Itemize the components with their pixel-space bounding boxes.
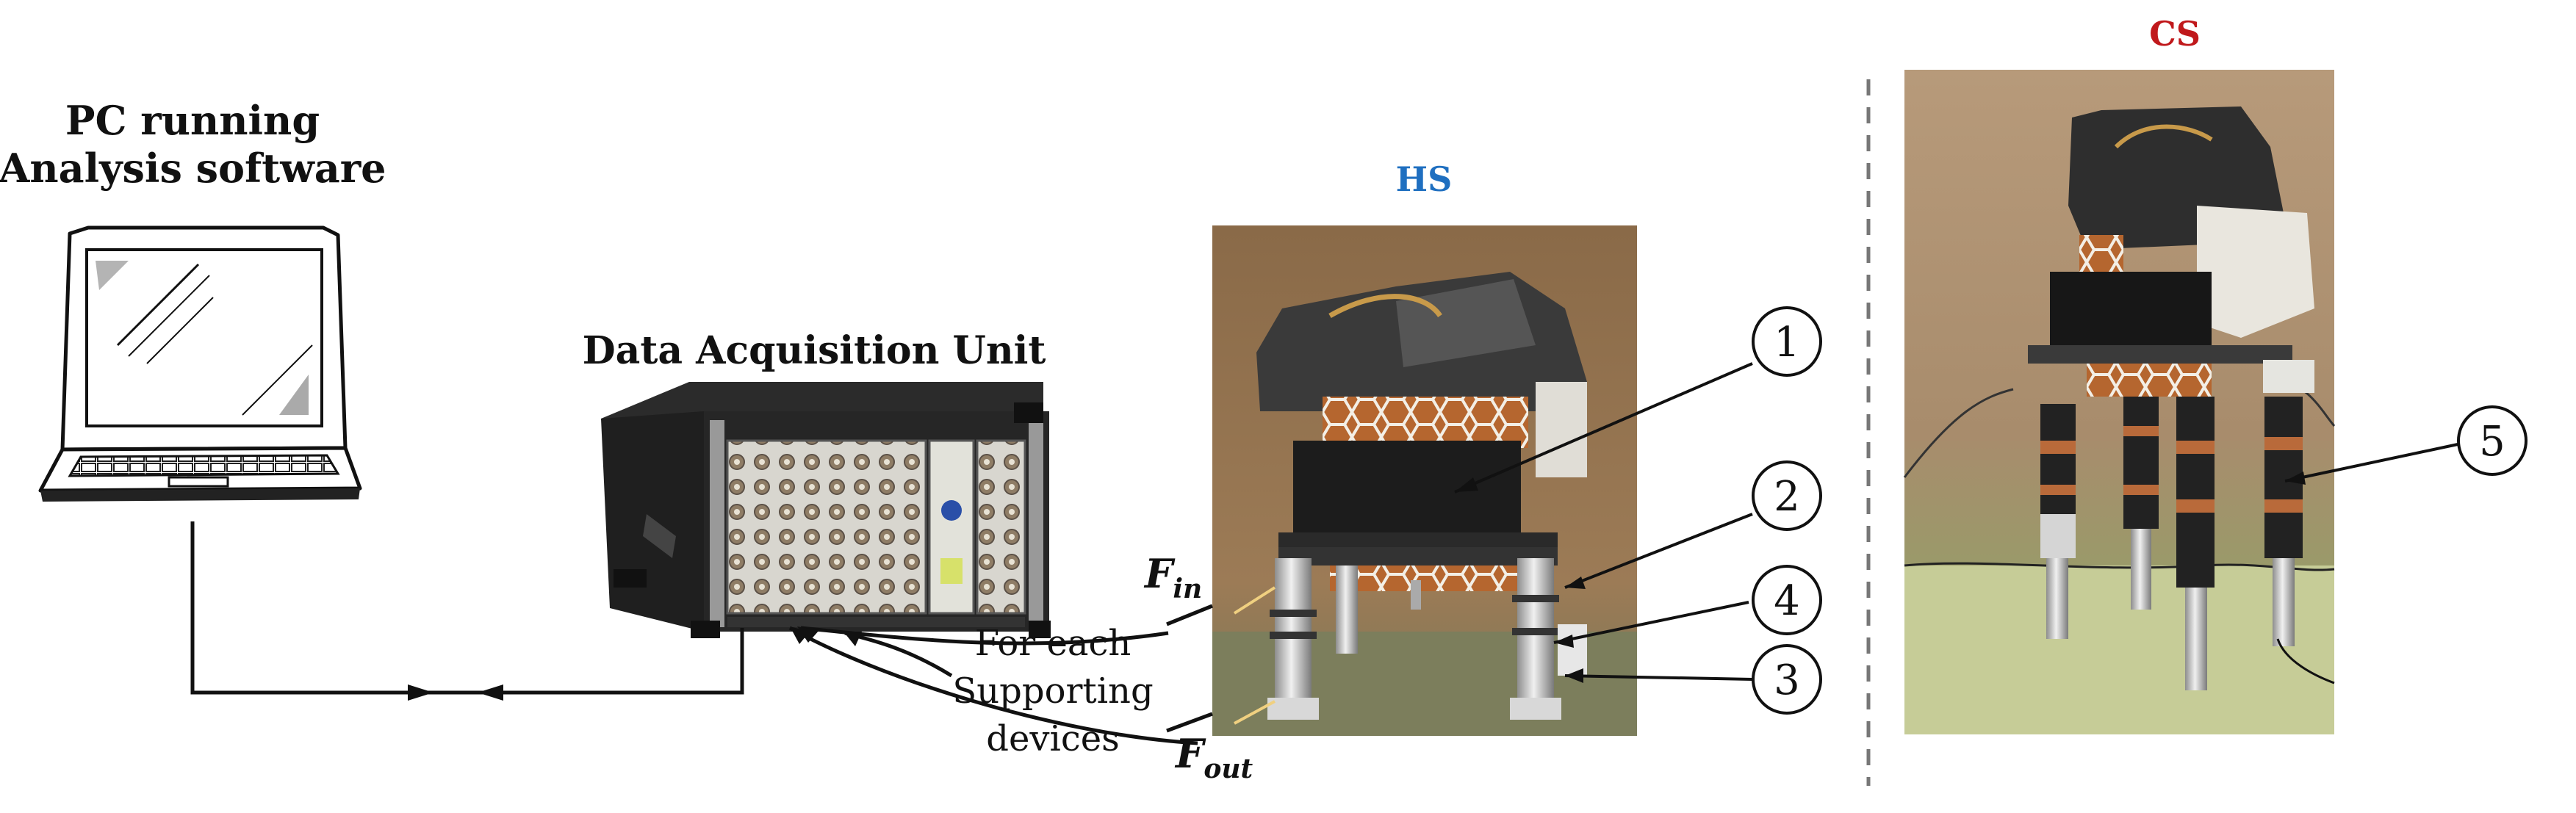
daq-label: Data Acquisition Unit [583, 328, 1046, 373]
callout-4: 4 [1774, 577, 1800, 625]
arrowheads [408, 626, 862, 701]
f-in-label: Fin [1143, 550, 1202, 604]
callout-3: 3 [1774, 657, 1800, 704]
daq-unit-icon [601, 382, 1051, 638]
force-lines [1166, 604, 1213, 733]
supporting-label-line1: For each [975, 623, 1132, 664]
callout-circle-2 [1752, 460, 1822, 531]
pc-label-line1: PC running [65, 97, 320, 144]
pc-daq-cable [190, 521, 744, 695]
arrowhead-right [408, 684, 433, 701]
hs-photo [1212, 225, 1637, 736]
callout-circle-1 [1752, 306, 1822, 377]
callout-arrowheads [1455, 471, 2306, 683]
hs-label: HS [1396, 159, 1453, 199]
callout-1: 1 [1774, 319, 1800, 366]
cs-label: CS [2149, 14, 2201, 54]
callouts [1454, 306, 2528, 715]
laptop-icon [38, 225, 362, 502]
supporting-label-line2: Supporting [952, 671, 1153, 712]
f-out-label: Fout [1174, 730, 1253, 784]
callout-2: 2 [1774, 473, 1800, 521]
pc-label-line2: Analysis software [0, 145, 386, 192]
callout-circle-4 [1752, 565, 1822, 635]
arrow-curve-3 [788, 626, 1198, 745]
cs-photo [1903, 70, 2336, 734]
arrowhead-left [478, 684, 503, 701]
callout-circle-5 [2457, 405, 2528, 476]
supporting-label-line3: devices [986, 718, 1120, 759]
callout-5: 5 [2479, 418, 2505, 466]
callout-circle-3 [1752, 644, 1822, 715]
